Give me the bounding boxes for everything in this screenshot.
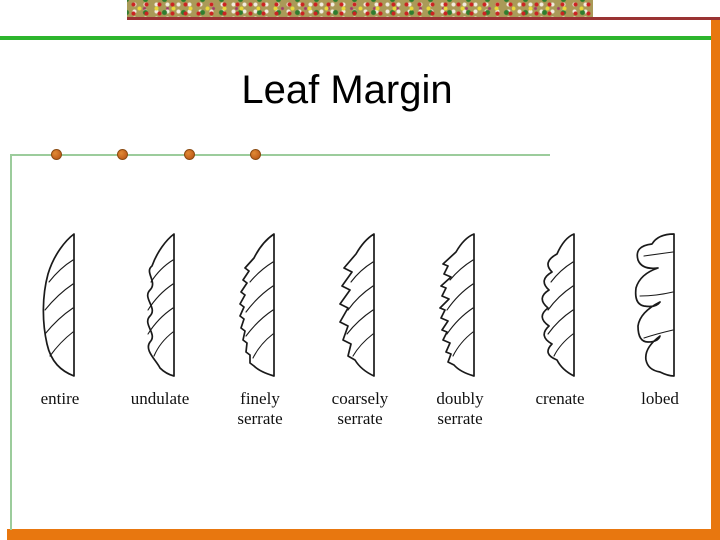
leaf-label: crenate (535, 389, 585, 408)
leaf-item-entire: entire (12, 224, 108, 409)
green-divider-line (0, 36, 720, 40)
bullet-dot (117, 149, 128, 160)
leaf-item-crenate: crenate (512, 224, 608, 409)
leaf-item-coarsely-serrate: coarsely serrate (312, 224, 408, 428)
leaf-drawing-lobed (634, 233, 675, 377)
slide-title: Leaf Margin (241, 68, 453, 112)
leaf-label: lobed (641, 389, 679, 408)
leaf-item-lobed: lobed (612, 224, 708, 409)
leaf-item-undulate: undulate (112, 224, 208, 409)
bullet-dot (184, 149, 195, 160)
leaf-drawing-entire (42, 233, 75, 377)
leaf-margin-figure: entire undulate finely serrate coarsely … (12, 224, 708, 428)
leaf-label: finely serrate (237, 389, 283, 428)
decorative-floral-strip (127, 0, 593, 17)
leaf-label: doubly serrate (436, 389, 484, 428)
red-divider-line (127, 17, 720, 20)
leaf-label: coarsely serrate (331, 389, 389, 428)
green-horizontal-rule (10, 154, 550, 156)
leaf-label: undulate (130, 389, 190, 408)
right-orange-bar (711, 20, 720, 540)
leaf-item-finely-serrate: finely serrate (212, 224, 308, 428)
leaf-drawing-undulate (146, 233, 175, 377)
bottom-orange-bar (7, 529, 720, 540)
leaf-label: entire (40, 389, 80, 408)
leaf-drawing-crenate (541, 233, 575, 377)
leaf-drawing-coarsely-serrate (339, 233, 375, 377)
green-vertical-rule (10, 154, 12, 530)
leaf-drawing-finely-serrate (239, 233, 275, 377)
leaf-drawing-doubly-serrate (439, 233, 475, 377)
leaf-item-doubly-serrate: doubly serrate (412, 224, 508, 428)
bullet-dot (51, 149, 62, 160)
bullet-dot (250, 149, 261, 160)
